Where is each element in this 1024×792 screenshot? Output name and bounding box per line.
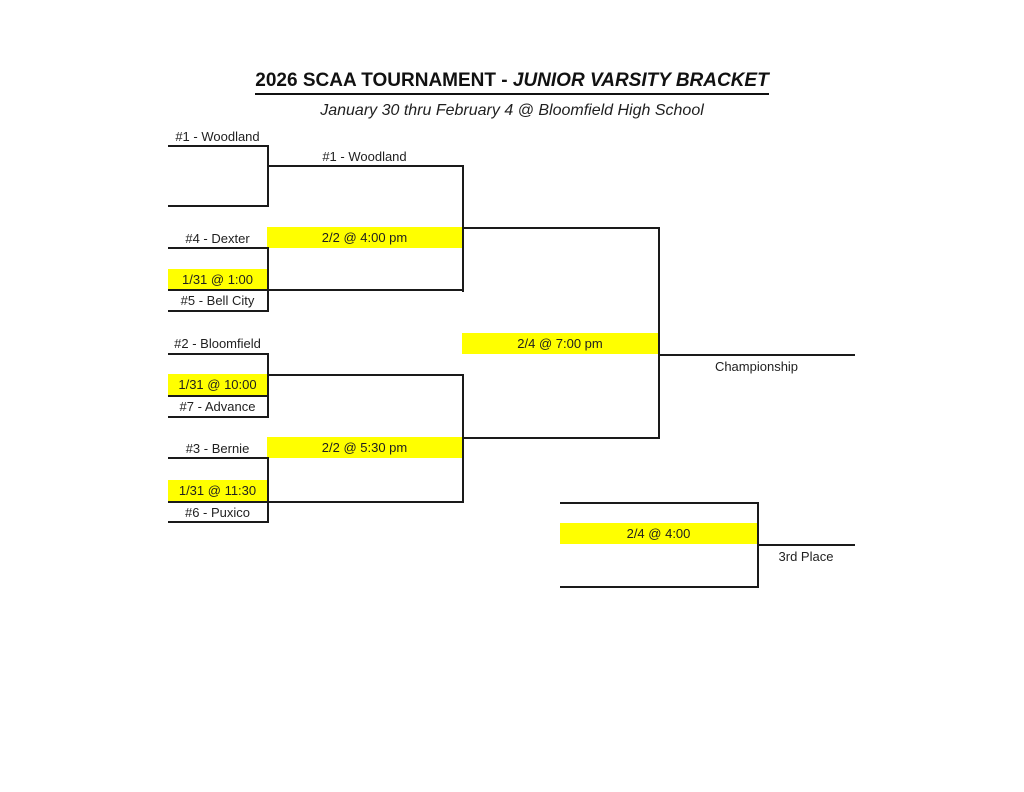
championship-label: Championship [714,359,799,374]
bye-slot-line [168,205,269,207]
game3-top-line [168,457,269,459]
semifinal1-top-line [267,165,464,167]
semifinal1-time-highlight: 2/2 @ 4:00 pm [267,227,462,248]
team-woodland-round1: #1 - Woodland [175,129,260,144]
final-top-line [462,227,660,229]
title-emphasis: JUNIOR VARSITY BRACKET [512,70,769,91]
game1-bottom-line [168,310,269,312]
game2-top-line [168,353,269,355]
team-dexter: #4 - Dexter [185,231,250,246]
team-bernie: #3 - Bernie [185,441,250,456]
third-place-connector [757,502,759,588]
game3-bottom-line [168,521,269,523]
game2-time-underline [168,395,269,397]
team-advance: #7 - Advance [179,399,256,414]
final-bottom-line [462,437,660,439]
title-prefix: 2026 SCAA TOURNAMENT - [255,70,513,91]
round1-bye-connector [267,145,269,207]
third-place-time-highlight: 2/4 @ 4:00 [560,523,757,544]
page-title: 2026 SCAA TOURNAMENT - JUNIOR VARSITY BR… [255,69,769,95]
game2-bottom-line [168,416,269,418]
header: 2026 SCAA TOURNAMENT - JUNIOR VARSITY BR… [0,69,1024,95]
semifinal2-top-line [267,374,464,376]
team-woodland-semifinal: #1 - Woodland [322,149,407,164]
woodland-seed-line [168,145,269,147]
page-subtitle: January 30 thru February 4 @ Bloomfield … [320,102,704,119]
game3-connector [267,457,269,523]
third-place-label: 3rd Place [778,549,834,564]
final-connector [658,227,660,439]
third-place-bottom-line [560,586,759,588]
third-place-top-line [560,502,759,504]
game3-winner-line [168,501,464,503]
team-puxico: #6 - Puxico [184,505,251,520]
team-bell-city: #5 - Bell City [180,293,255,308]
game1-connector [267,247,269,312]
game1-time-highlight: 1/31 @ 1:00 [168,269,267,290]
game1-winner-line [168,289,464,291]
championship-time-highlight: 2/4 @ 7:00 pm [462,333,658,354]
game2-connector [267,353,269,418]
game2-time-highlight: 1/31 @ 10:00 [168,374,267,395]
game3-time-highlight: 1/31 @ 11:30 [168,480,267,501]
game1-top-line [168,247,269,249]
team-bloomfield: #2 - Bloomfield [174,336,261,351]
third-place-line [757,544,855,546]
semifinal2-time-highlight: 2/2 @ 5:30 pm [267,437,462,458]
championship-line [658,354,855,356]
